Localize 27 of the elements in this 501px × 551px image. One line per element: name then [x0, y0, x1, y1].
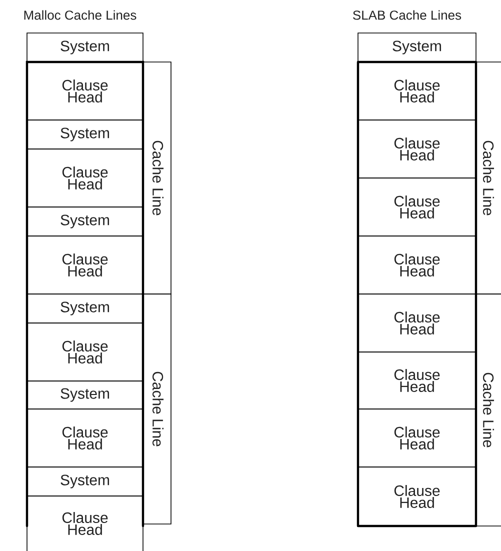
memory-cell: Clause Head — [358, 236, 476, 294]
memory-cell: Clause Head — [358, 408, 476, 468]
memory-cell: Clause Head — [26, 322, 144, 382]
column-title: Malloc Cache Lines — [24, 10, 136, 20]
column-title: SLAB Cache Lines — [353, 10, 462, 20]
memory-cell: System — [26, 120, 144, 150]
memory-cell: System — [26, 206, 144, 236]
memory-cell: Clause Head — [26, 408, 144, 468]
memory-cell: Clause Head — [26, 496, 144, 551]
cache-line-bracket: Cache Line — [142, 294, 172, 524]
memory-cell: Clause Head — [358, 120, 476, 178]
cache-line-bracket: Cache Line — [476, 294, 501, 526]
memory-cell: Clause Head — [358, 466, 476, 526]
memory-cell: System — [26, 294, 144, 324]
memory-cell: Clause Head — [358, 178, 476, 236]
memory-cell: System — [26, 32, 144, 62]
memory-cell: Clause Head — [26, 236, 144, 294]
memory-cell: Clause Head — [358, 352, 476, 410]
memory-cell: Clause Head — [26, 62, 144, 120]
memory-cell: Clause Head — [26, 148, 144, 208]
cache-line-bracket: Cache Line — [142, 62, 172, 294]
memory-cell: Clause Head — [358, 294, 476, 352]
memory-cell: Clause Head — [358, 62, 476, 120]
memory-cell: System — [26, 466, 144, 496]
cache-line-bracket: Cache Line — [476, 62, 501, 294]
memory-cell: System — [358, 32, 476, 62]
memory-cell: System — [26, 380, 144, 410]
